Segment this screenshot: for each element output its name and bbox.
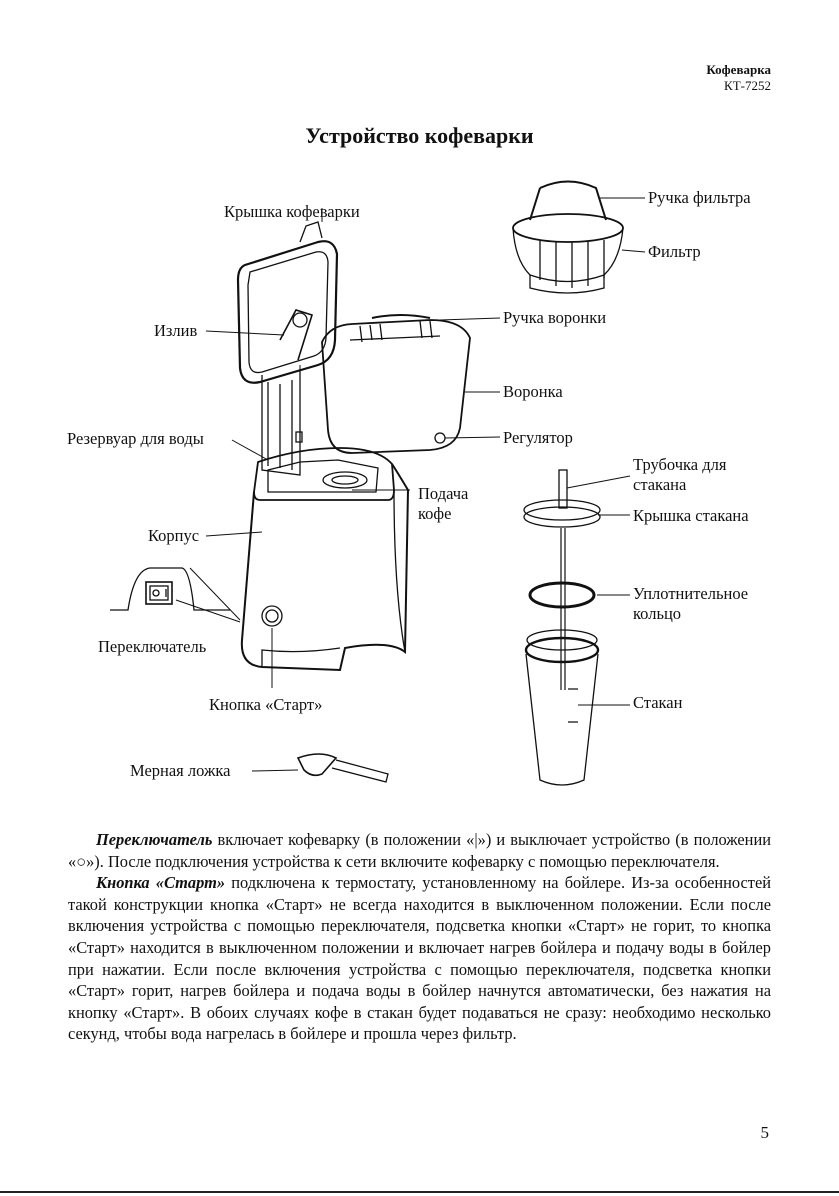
label-seal-1: Уплотнительное <box>633 584 749 603</box>
label-coffee-feed-2: кофе <box>418 504 452 523</box>
body-text: Переключатель включает кофеварку (в поло… <box>68 829 771 1045</box>
label-funnel-handle: Ручка воронки <box>503 308 607 327</box>
coffee-maker-diagram: Крышка кофеварки Излив Резервуар для вод… <box>0 170 839 820</box>
label-reservoir: Резервуар для воды <box>67 429 204 448</box>
label-start-button: Кнопка «Старт» <box>209 695 323 714</box>
label-lid: Крышка кофеварки <box>224 202 360 221</box>
label-seal-2: кольцо <box>633 604 682 623</box>
page-number: 5 <box>760 1123 770 1142</box>
page-title: Устройство кофеварки <box>305 123 534 148</box>
label-spoon: Мерная ложка <box>130 761 231 780</box>
label-tube-1: Трубочка для <box>633 455 727 474</box>
paragraph-switch: Переключатель включает кофеварку (в поло… <box>68 829 771 872</box>
term-switch: Переключатель <box>96 830 213 849</box>
label-cup-lid: Крышка стакана <box>633 506 749 525</box>
lid-drawing <box>236 221 339 384</box>
label-funnel: Воронка <box>503 382 563 401</box>
label-body: Корпус <box>148 526 200 545</box>
label-filter-handle: Ручка фильтра <box>648 188 751 207</box>
term-start-button: Кнопка «Старт» <box>96 873 226 893</box>
reservoir-drawing <box>261 365 303 476</box>
paragraph-start-button-text: подключена к термостату, установленному … <box>68 873 771 1044</box>
leader-lines <box>175 197 646 772</box>
label-coffee-feed-1: Подача <box>418 484 469 503</box>
label-tube-2: стакана <box>633 475 687 494</box>
funnel-drawing <box>321 314 471 454</box>
filter-drawing <box>512 180 624 294</box>
diagram-illustration <box>110 180 646 786</box>
paragraph-start-button: Кнопка «Старт» подключена к термостату, … <box>68 872 771 1045</box>
page-header: Кофеварка КТ-7252 <box>706 62 771 94</box>
switch-inset-drawing <box>110 567 230 611</box>
header-model: КТ-7252 <box>724 78 771 93</box>
header-product: Кофеварка <box>706 62 771 77</box>
label-cup: Стакан <box>633 693 683 712</box>
spoon-drawing <box>296 753 389 783</box>
paragraph-switch-text: включает кофеварку (в положении «|») и в… <box>68 830 771 871</box>
label-spout: Излив <box>154 321 198 340</box>
body-drawing <box>240 447 410 672</box>
label-regulator: Регулятор <box>503 428 573 447</box>
cup-assembly-drawing <box>523 469 601 786</box>
label-switch: Переключатель <box>98 637 207 656</box>
page-bottom-rule <box>0 1191 839 1193</box>
label-filter: Фильтр <box>648 242 701 261</box>
